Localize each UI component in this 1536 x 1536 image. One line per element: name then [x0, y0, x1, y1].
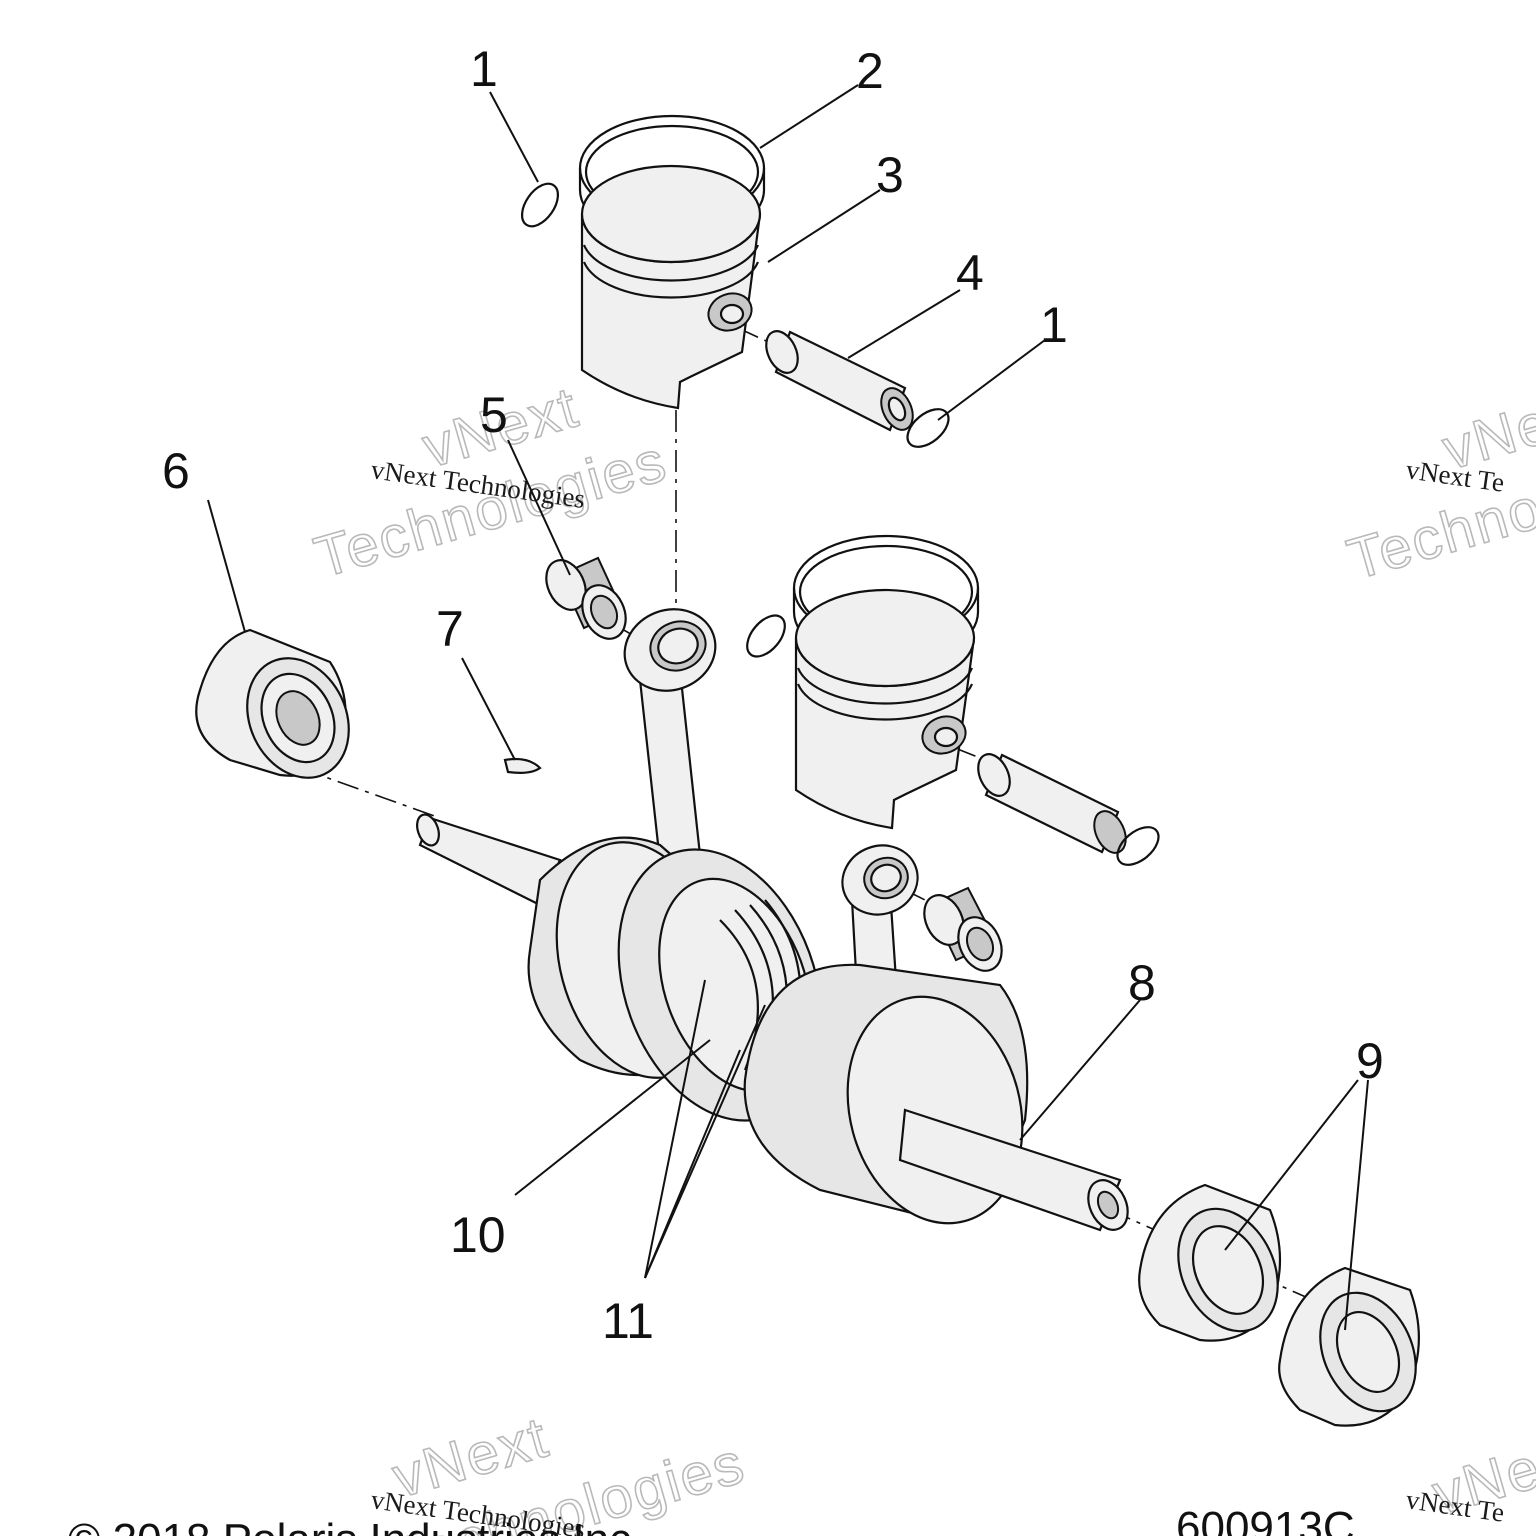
callout-1-right: 1: [1040, 297, 1068, 353]
callout-3: 3: [876, 147, 904, 203]
watermark-group-right: vNe Techno vNext Te: [1340, 389, 1536, 593]
copyright-text: © 2018 Polaris Industries Inc.: [68, 1515, 643, 1536]
callout-11: 11: [602, 1293, 654, 1349]
callout-5: 5: [480, 387, 508, 443]
woodruff-key: [503, 757, 542, 774]
piston-assembly-lower: [746, 534, 1160, 866]
piston: [580, 164, 762, 410]
callout-6: 6: [162, 443, 190, 499]
callout-2: 2: [856, 43, 884, 99]
callout-labels: 1 2 3 4 1 5 6 7 8 9 10 11: [162, 41, 1384, 1349]
callout-8: 8: [1128, 955, 1156, 1011]
callout-1-top: 1: [470, 41, 498, 97]
drawing-number: 600913C: [1176, 1503, 1355, 1536]
needle-bearing-lower: [923, 886, 1003, 972]
wrist-pin: [765, 330, 914, 432]
leader-lines: [207, 84, 1369, 1331]
watermark-brand-clip-right-2: Techno: [1341, 475, 1536, 592]
callout-10: 10: [450, 1207, 506, 1263]
circlip-left: [520, 182, 560, 228]
callout-7: 7: [436, 601, 464, 657]
needle-bearing-upper: [545, 556, 627, 640]
piston-assembly-upper: [520, 114, 950, 448]
footer: © 2018 Polaris Industries Inc. 600913C: [68, 1503, 1355, 1536]
connecting-rod-upper: [623, 608, 717, 864]
main-bearing-right: [1138, 1183, 1282, 1342]
main-bearing-left: [195, 628, 350, 779]
crankshaft: [416, 813, 1129, 1232]
callout-9: 9: [1356, 1033, 1384, 1089]
callout-4: 4: [956, 245, 984, 301]
oil-seal: [1278, 1266, 1420, 1427]
